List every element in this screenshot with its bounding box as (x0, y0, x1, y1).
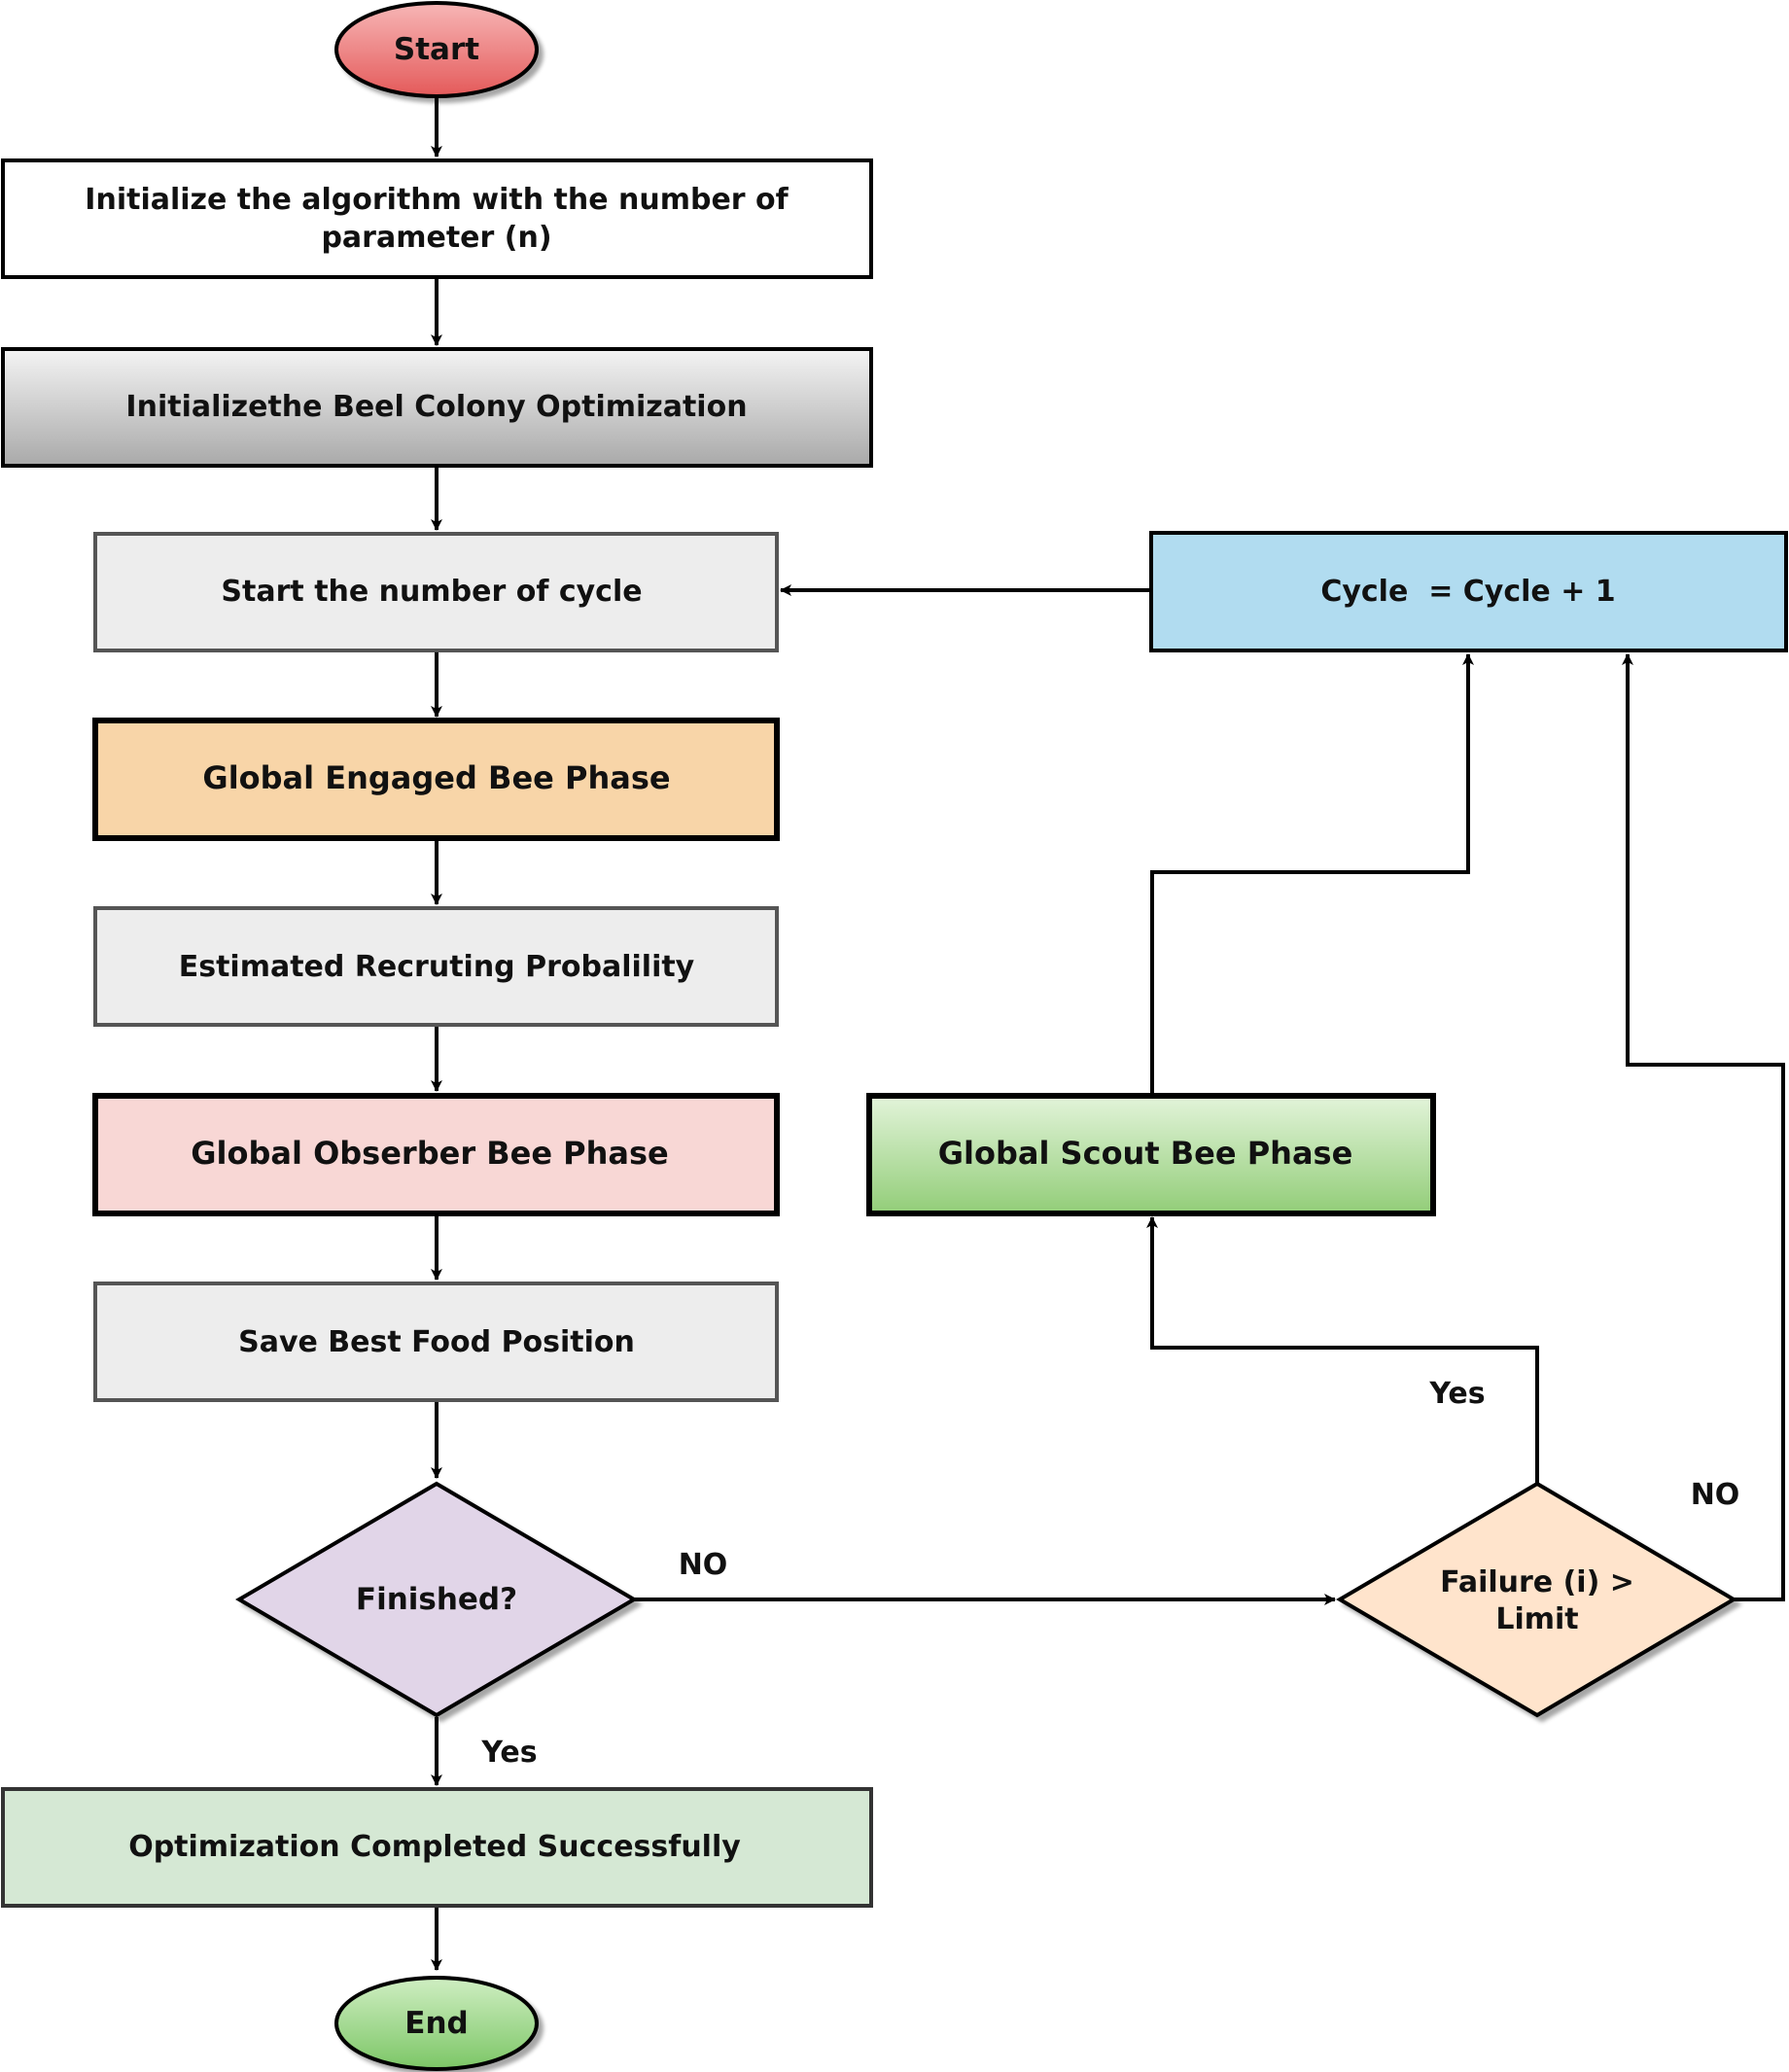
engaged-phase-box: Global Engaged Bee Phase (92, 718, 780, 841)
start-label: Start (394, 32, 479, 67)
engaged-phase-label: Global Engaged Bee Phase (202, 759, 670, 796)
init-params-label-line2: parameter (n) (321, 221, 551, 255)
edge-scout-to-cycle (1150, 653, 1474, 1093)
finished-no-label: NO (679, 1548, 728, 1582)
init-params-label-line1: Initialize the algorithm with the number… (85, 183, 789, 217)
cycle-increment-box: Cycle = Cycle + 1 (1149, 531, 1788, 652)
connectors (431, 97, 1785, 1971)
edge-failure-no-to-cycle (1622, 653, 1785, 1601)
finished-decision: Finished? (235, 1481, 638, 1718)
save-best-box: Save Best Food Position (93, 1282, 779, 1402)
init-params-box: Initialize the algorithm with the number… (1, 158, 873, 279)
observer-phase-label: Global Obserber Bee Phase (191, 1135, 669, 1172)
init-colony-label: Initializethe Beel Colony Optimization (125, 390, 747, 424)
recruiting-box: Estimated Recruting Probalility (93, 906, 779, 1027)
failure-label-line2: Limit (1495, 1602, 1578, 1636)
init-colony-box: Initializethe Beel Colony Optimization (1, 347, 873, 468)
save-best-label: Save Best Food Position (238, 1325, 635, 1359)
observer-phase-box: Global Obserber Bee Phase (92, 1093, 780, 1216)
finished-yes-label: Yes (480, 1736, 537, 1770)
start-cycle-box: Start the number of cycle (93, 532, 779, 652)
completed-box: Optimization Completed Successfully (1, 1787, 873, 1908)
failure-yes-label: Yes (1428, 1377, 1485, 1411)
edge-failure-yes-to-scout (1146, 1216, 1539, 1483)
recruiting-label: Estimated Recruting Probalility (179, 950, 695, 984)
edge-labels: NO Yes Yes NO (480, 1377, 1739, 1770)
failure-decision: Failure (i) > Limit (1336, 1481, 1737, 1718)
start-node: Start (334, 1, 539, 98)
end-label: End (404, 2006, 468, 2041)
finished-label: Finished? (356, 1582, 517, 1617)
failure-label-line1: Failure (i) > (1440, 1565, 1634, 1599)
scout-phase-box: Global Scout Bee Phase (866, 1093, 1436, 1216)
completed-label: Optimization Completed Successfully (128, 1830, 741, 1864)
failure-no-label: NO (1691, 1478, 1740, 1512)
cycle-increment-label: Cycle = Cycle + 1 (1320, 575, 1615, 609)
end-node: End (334, 1976, 539, 2071)
scout-phase-label: Global Scout Bee Phase (938, 1135, 1353, 1172)
start-cycle-label: Start the number of cycle (221, 575, 642, 609)
